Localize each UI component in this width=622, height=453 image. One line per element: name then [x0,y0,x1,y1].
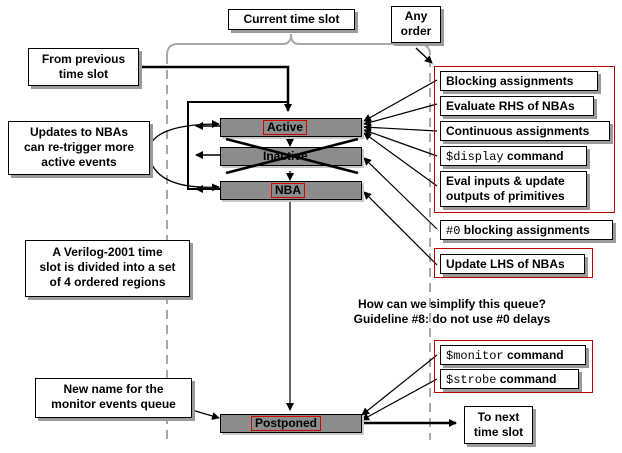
updates-line-1: Updates to NBAs [29,125,128,139]
postponed-events-group [434,340,593,393]
current-time-slot-label: Current time slot [228,9,355,30]
next-slot-line-1: To next [477,410,520,424]
nba-region-label: NBA [271,183,305,198]
updates-line-2: can re-trigger more [23,140,135,154]
eval-inputs-line-2: outputs of primitives [446,189,565,203]
monitor-command-item: $monitor command [440,345,586,365]
zero-delay-arrow [363,157,438,230]
update-lhs-arrow [363,191,438,266]
any-order-line-1: Any [404,9,428,23]
updates-curve-bottom [149,159,220,192]
continuous-arrow [363,123,438,132]
continuous-assignments-item: Continuous assignments [440,121,610,141]
update-lhs-item: Update LHS of NBAs [440,254,585,274]
strobe-arrow [361,378,438,421]
from-previous-arrow [138,65,292,112]
verilog-line-3: of 4 ordered regions [49,275,166,289]
guideline-line-2: Guideline #8: do not use #0 delays [353,312,551,326]
guideline-line-1: How can we simplify this queue? [357,297,547,311]
active-region [220,118,362,137]
nba-region [220,181,362,200]
display-code: $display [446,150,504,164]
nba-events-group [434,248,593,278]
new-name-line-2: monitor events queue [51,397,176,411]
postponed-region [220,414,362,433]
monitor-rest: command [503,348,564,362]
from-previous-line-1: From previous [41,52,126,66]
any-order-line-2: order [400,24,432,38]
blocking-assignments-item: Blocking assignments [440,71,598,91]
postponed-region-label: Postponed [251,416,321,431]
eval-rhs-item: Evaluate RHS of NBAs [440,96,594,116]
strobe-command-item: $strobe command [440,369,579,389]
updates-line-3: active events [41,155,117,169]
zero-code: #0 [446,224,461,238]
updates-nba-note: Updates to NBAs can re-trigger more acti… [8,121,150,175]
active-events-group [434,66,615,213]
blocking-arrow [363,79,438,122]
updates-curve-top [149,120,220,146]
any-order-arrow [415,47,433,64]
active-region-label: Active [263,120,308,135]
new-name-arrow [191,409,220,420]
guideline-note: How can we simplify this queue? Guidelin… [322,297,582,327]
eval-inputs-item: Eval inputs & update outputs of primitiv… [440,171,587,207]
eval-rhs-arrow [363,103,438,127]
zero-delay-item: #0 blocking assignments [440,220,613,240]
eval-inputs-line-1: Eval inputs & update [446,174,565,188]
any-order-label: Any order [391,6,441,43]
inactive-region-label: Inactive [263,149,308,163]
strobe-code: $strobe [446,373,497,387]
zero-rest: blocking assignments [460,223,590,237]
monitor-code: $monitor [446,349,504,363]
from-previous-note: From previous time slot [28,48,139,86]
nba-loop-back [187,101,288,190]
display-rest: command [503,149,564,163]
display-arrow [363,128,438,157]
monitor-arrow [361,354,438,416]
from-previous-line-2: time slot [58,67,109,81]
verilog-line-1: A Verilog-2001 time [52,245,163,259]
next-slot-note: To next time slot [464,406,533,444]
new-name-line-1: New name for the [63,382,164,396]
eval-inputs-arrow [363,132,438,187]
next-slot-line-2: time slot [473,425,524,439]
verilog-note: A Verilog-2001 time slot is divided into… [25,240,190,297]
strobe-rest: command [496,372,557,386]
display-command-item: $display command [440,146,587,166]
verilog-line-2: slot is divided into a set [39,260,176,274]
current-slot-brace [166,33,431,56]
new-name-note: New name for the monitor events queue [35,378,192,418]
